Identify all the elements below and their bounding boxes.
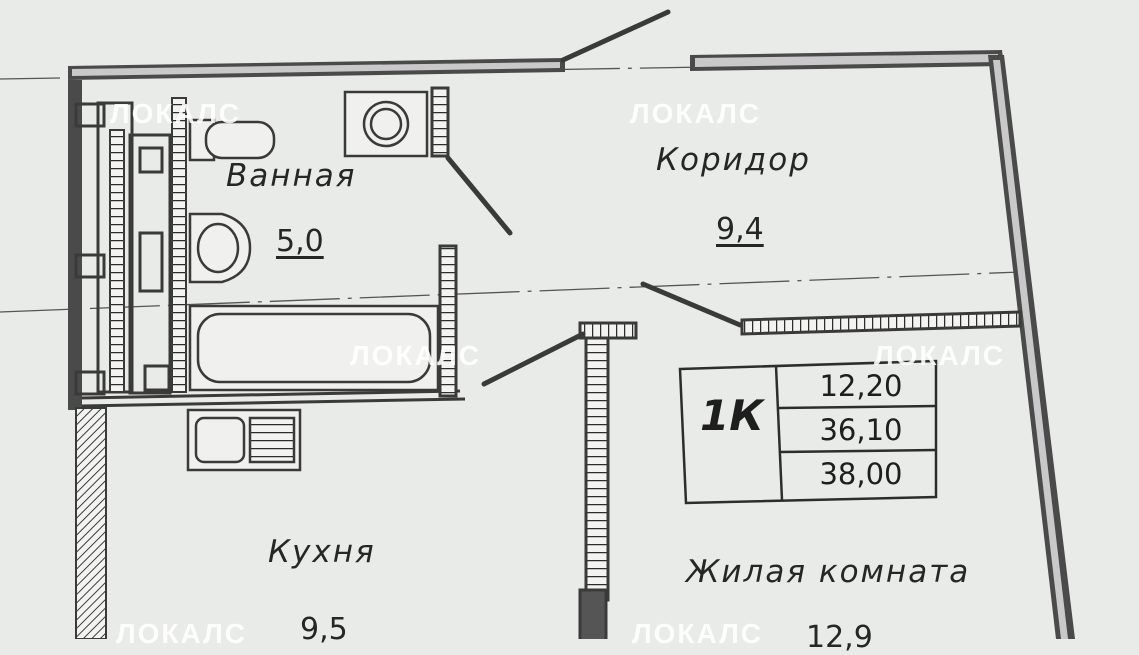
summary-value-usable: 36,10 bbox=[819, 413, 903, 447]
ventilation-shaft bbox=[74, 97, 466, 408]
room-name-bathroom: Ванная bbox=[226, 158, 357, 194]
entry-door bbox=[560, 9, 671, 63]
room-area-bathroom: 5,0 bbox=[276, 224, 324, 259]
room-area-kitchen: 9,5 bbox=[300, 612, 348, 647]
apartment-type: 1К bbox=[700, 391, 764, 440]
doors bbox=[445, 9, 743, 387]
room-area-corridor: 9,4 bbox=[716, 212, 764, 247]
watermark: ЛОКАЛС bbox=[350, 340, 481, 371]
summary-table-frame bbox=[678, 359, 938, 505]
interior-partitions bbox=[578, 310, 1022, 639]
room-door bbox=[640, 281, 743, 328]
summary-value-living: 12,20 bbox=[819, 369, 903, 403]
exterior-walls bbox=[68, 50, 1075, 639]
kitchen-door bbox=[481, 331, 586, 387]
bathtub bbox=[188, 304, 440, 392]
apartment-summary: 1К 12,20 36,10 38,00 bbox=[678, 367, 936, 503]
toilet-bowl bbox=[204, 120, 276, 160]
watermark: ЛОКАЛС bbox=[632, 618, 763, 649]
watermark: ЛОКАЛС bbox=[116, 618, 247, 649]
room-name-kitchen: Кухня bbox=[268, 534, 376, 570]
room-name-living: Жилая комната bbox=[686, 554, 971, 590]
summary-value-total: 38,00 bbox=[819, 457, 903, 491]
kitchen-fixtures bbox=[186, 408, 302, 472]
bathroom-walls bbox=[430, 86, 458, 398]
watermark: ЛОКАЛС bbox=[630, 98, 761, 129]
bathroom-fixtures bbox=[188, 90, 440, 392]
room-name-corridor: Коридор bbox=[656, 142, 811, 178]
watermark: ЛОКАЛС bbox=[874, 340, 1005, 371]
room-area-living: 12,9 bbox=[806, 620, 873, 655]
watermark: ЛОКАЛС bbox=[110, 98, 241, 129]
bathroom-door bbox=[445, 155, 513, 236]
floor-plan bbox=[0, 9, 1075, 639]
